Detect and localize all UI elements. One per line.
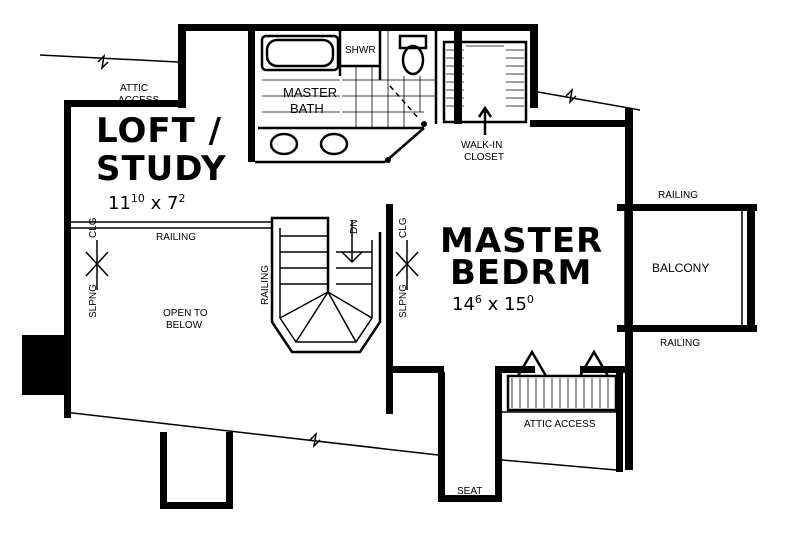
master-bedroom-title-1: MASTER [440, 221, 603, 261]
shower-label: SHWR [345, 45, 376, 56]
slpng-label-left: SLPNG [88, 284, 99, 318]
master-bath-label-1: MASTER [283, 85, 337, 100]
walk-in-label-1: WALK-IN [461, 140, 502, 151]
balcony [624, 211, 743, 325]
loft-railing [71, 221, 272, 229]
railing-balcony-top: RAILING [658, 190, 698, 201]
roof-lines [39, 53, 641, 471]
loft-size: 1110 x 72 [108, 192, 185, 214]
master-bath [255, 31, 438, 164]
master-bedroom-title-2: BEDRM [450, 253, 592, 293]
stair-down-label: DN [349, 220, 360, 234]
sloped-ceiling-markers [85, 240, 419, 290]
clg-label-right: CLG [398, 217, 409, 238]
walk-in-closet [442, 40, 528, 135]
railing-stairs-label: RAILING [260, 265, 271, 305]
open-to-below-label-2: BELOW [166, 320, 203, 331]
loft-title-1: LOFT / [96, 111, 222, 151]
loft-title-2: STUDY [96, 149, 227, 189]
master-bedroom-size: 146 x 150 [452, 293, 534, 315]
railing-loft-label: RAILING [156, 232, 196, 243]
seat-label: SEAT [457, 486, 482, 497]
attic-access-bottom-label: ATTIC ACCESS [524, 419, 596, 430]
attic-access-label-1: ATTIC [120, 83, 148, 94]
railing-balcony-bottom: RAILING [660, 338, 700, 349]
open-to-below-label-1: OPEN TO [163, 308, 208, 319]
clg-label-left: CLG [88, 217, 99, 238]
master-bath-label-2: BATH [290, 101, 324, 116]
slpng-label-right: SLPNG [398, 284, 409, 318]
walk-in-label-2: CLOSET [464, 152, 504, 163]
attic-access-label-2: ACCESS [118, 95, 159, 106]
balcony-label: BALCONY [652, 261, 709, 275]
staircase [270, 216, 382, 354]
bottom-closet [502, 349, 618, 413]
